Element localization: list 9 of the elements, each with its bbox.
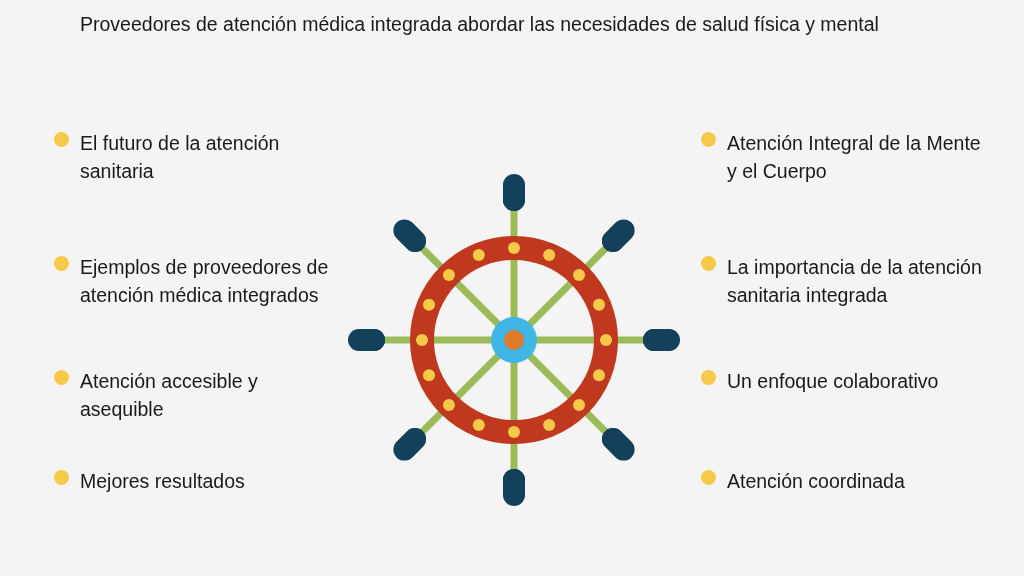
list-item-text: Un enfoque colaborativo [727,369,940,394]
list-item-text: Atención accesible y asequible [80,369,259,422]
list-item-text: Mejores resultados [80,469,246,494]
list-item-text: Atención coordinada [727,469,906,494]
list-item-text: Atención Integral de la Mente y el Cuerpo [727,131,982,184]
title: Proveedores de atención médica integrada abordar las necesidades de salud física y mental [80,12,880,37]
list-item-text: Ejemplos de proveedores de atención médica integrados [80,255,330,308]
list-item-text: La importancia de la atención sanitaria integrada [727,255,983,308]
list-item-text: El futuro de la atención sanitaria [80,131,281,184]
